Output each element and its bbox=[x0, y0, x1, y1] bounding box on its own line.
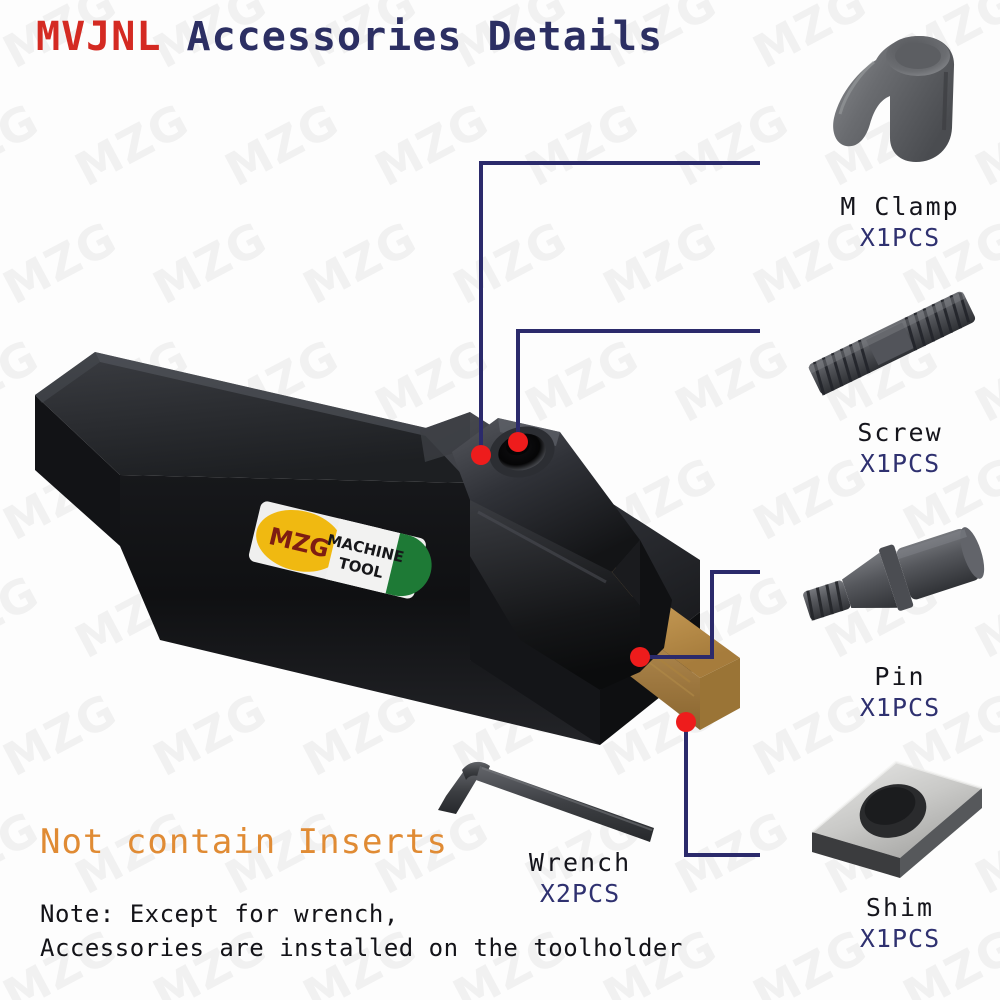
page-title: MVJNL Accessories Details bbox=[36, 14, 663, 60]
label-m-clamp: M Clamp X1PCS bbox=[810, 192, 990, 253]
m-clamp-part-image bbox=[833, 36, 955, 162]
label-shim-name: Shim bbox=[865, 893, 935, 922]
page-title-text: Accessories Details bbox=[186, 14, 664, 60]
label-screw-qty: X1PCS bbox=[859, 448, 941, 478]
label-screw: Screw X1PCS bbox=[810, 418, 990, 479]
label-shim: Shim X1PCS bbox=[810, 893, 990, 954]
label-wrench-qty: X2PCS bbox=[539, 878, 621, 908]
label-wrench-name: Wrench bbox=[528, 848, 632, 877]
page-title-code: MVJNL bbox=[36, 14, 162, 60]
label-pin-qty: X1PCS bbox=[859, 692, 941, 722]
label-shim-qty: X1PCS bbox=[859, 923, 941, 953]
installation-note-line2: Accessories are installed on the toolhol… bbox=[40, 934, 683, 963]
label-wrench: Wrench X2PCS bbox=[490, 848, 670, 909]
installation-note: Note: Except for wrench, Accessories are… bbox=[40, 897, 683, 965]
wrench-part-image bbox=[438, 761, 654, 842]
screw-part-image bbox=[808, 291, 976, 396]
shim-part-image bbox=[811, 760, 983, 878]
installation-note-line1: Note: Except for wrench, bbox=[40, 900, 399, 928]
label-m-clamp-qty: X1PCS bbox=[859, 222, 941, 252]
label-pin-name: Pin bbox=[874, 662, 926, 691]
label-screw-name: Screw bbox=[857, 418, 943, 447]
label-m-clamp-name: M Clamp bbox=[840, 192, 960, 221]
not-contain-inserts-notice: Not contain Inserts bbox=[40, 822, 448, 862]
pin-part-image bbox=[803, 527, 985, 621]
label-pin: Pin X1PCS bbox=[810, 662, 990, 723]
